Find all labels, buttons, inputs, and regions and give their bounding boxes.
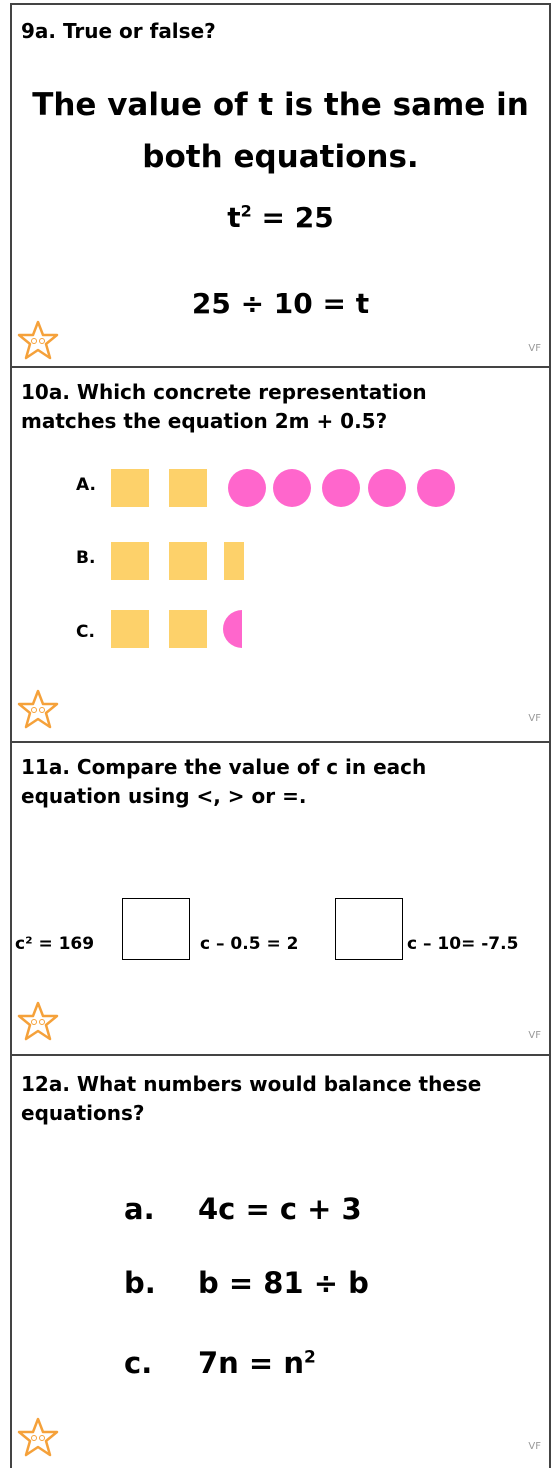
title-line-1: 11a. Compare the value of c in each bbox=[21, 755, 427, 779]
statement: The value of t is the same in both equat… bbox=[12, 79, 549, 183]
question-9-panel: 9a. True or false? The value of t is the… bbox=[10, 3, 551, 368]
star-icon bbox=[17, 689, 59, 729]
question-title: 11a. Compare the value of c in each equa… bbox=[21, 753, 426, 811]
equation-2: 25 ÷ 10 = t bbox=[191, 287, 370, 320]
question-title: 9a. True or false? bbox=[21, 19, 216, 43]
title-line-1: 10a. Which concrete representation bbox=[21, 380, 427, 404]
item-label: c. bbox=[124, 1346, 153, 1380]
option-b-label: B. bbox=[76, 548, 96, 568]
statement-line-1: The value of t is the same in bbox=[32, 87, 529, 123]
answer-box-1[interactable] bbox=[122, 898, 190, 960]
question-title: 12a. What numbers would balance these eq… bbox=[21, 1070, 481, 1128]
equation-3: c – 10= -7.5 bbox=[407, 934, 519, 954]
yellow-square bbox=[111, 469, 149, 507]
equation-1: t2 = 25 bbox=[12, 201, 549, 234]
question-12-panel: 12a. What numbers would balance these eq… bbox=[10, 1055, 551, 1468]
item-expression: 4c = c + 3 bbox=[198, 1192, 362, 1226]
star-icon bbox=[17, 1417, 59, 1457]
pink-circle bbox=[228, 469, 266, 507]
eq1-rest: = 25 bbox=[251, 201, 334, 234]
question-10-panel: 10a. Which concrete representation match… bbox=[10, 367, 551, 743]
question-title: 10a. Which concrete representation match… bbox=[21, 378, 427, 436]
eq1-exp: 2 bbox=[240, 201, 252, 221]
pink-circle bbox=[368, 469, 406, 507]
question-11-panel: 11a. Compare the value of c in each equa… bbox=[10, 742, 551, 1056]
equation-1: c² = 169 bbox=[15, 934, 95, 954]
option-c-label: C. bbox=[76, 622, 95, 642]
title-line-1: 12a. What numbers would balance these bbox=[21, 1072, 482, 1096]
item-expression: b = 81 ÷ b bbox=[198, 1266, 369, 1300]
item-label: a. bbox=[124, 1192, 155, 1226]
item-expression: 7n = n2 bbox=[198, 1346, 316, 1380]
equation-2: c – 0.5 = 2 bbox=[200, 934, 299, 954]
vf-label: VF bbox=[528, 1030, 541, 1041]
yellow-square bbox=[169, 542, 207, 580]
pink-circle bbox=[417, 469, 455, 507]
yellow-square bbox=[169, 610, 207, 648]
title-line-2: equations? bbox=[21, 1101, 145, 1125]
vf-label: VF bbox=[528, 713, 541, 724]
eq1-base: t bbox=[227, 201, 241, 234]
pink-circle bbox=[322, 469, 360, 507]
expression-base: 7n = n bbox=[198, 1346, 304, 1380]
title-line-2: matches the equation 2m + 0.5? bbox=[21, 409, 388, 433]
option-a-label: A. bbox=[76, 475, 96, 495]
title-line-2: equation using <, > or =. bbox=[21, 784, 307, 808]
star-icon bbox=[17, 1001, 59, 1041]
item-label: b. bbox=[124, 1266, 156, 1300]
pink-circle bbox=[273, 469, 311, 507]
yellow-half-square bbox=[224, 542, 244, 580]
yellow-square bbox=[111, 542, 149, 580]
yellow-square bbox=[111, 610, 149, 648]
yellow-square bbox=[169, 469, 207, 507]
statement-line-2: both equations. bbox=[142, 139, 419, 175]
vf-label: VF bbox=[528, 343, 541, 354]
answer-box-2[interactable] bbox=[335, 898, 403, 960]
expression-exp: 2 bbox=[303, 1347, 316, 1368]
star-icon bbox=[17, 320, 59, 360]
pink-half-circle bbox=[223, 610, 242, 648]
vf-label: VF bbox=[528, 1441, 541, 1452]
